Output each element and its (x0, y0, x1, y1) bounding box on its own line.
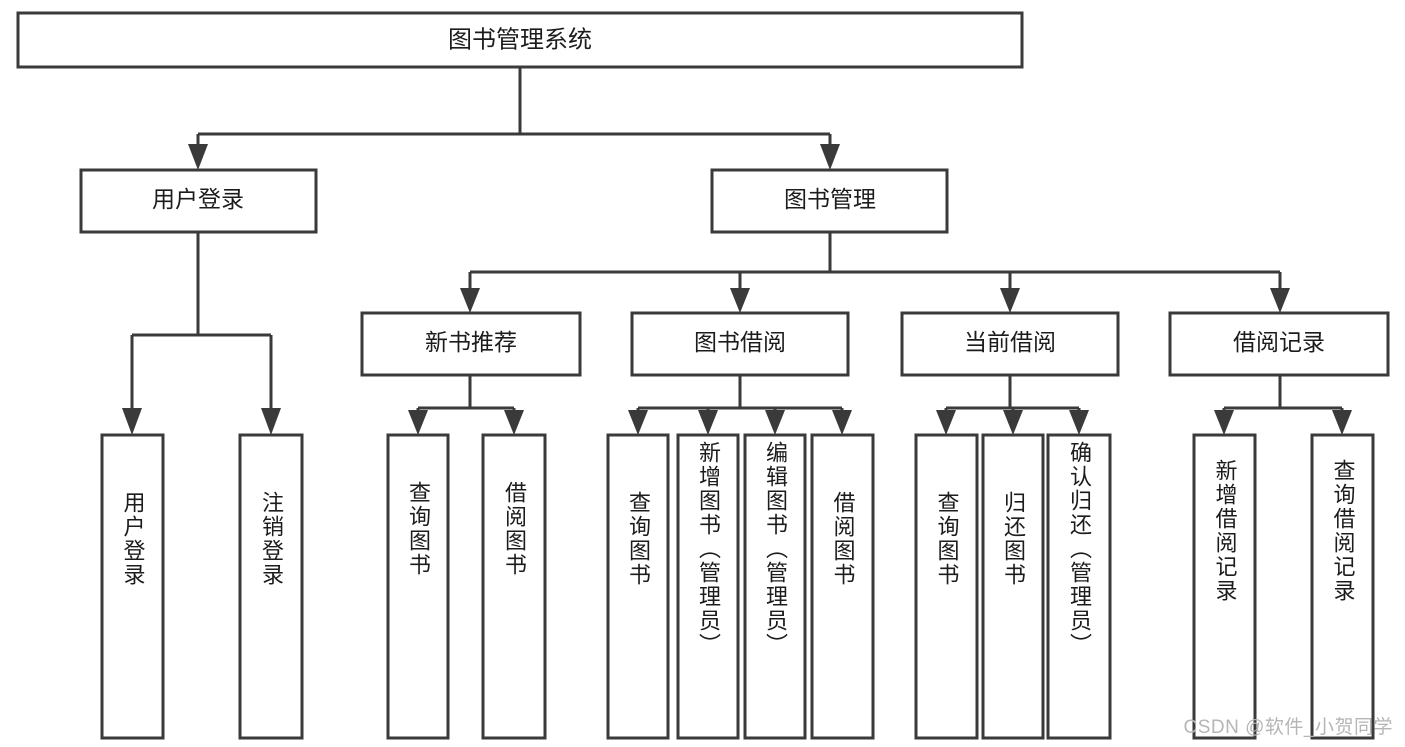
arrowhead-leaf-return-book (1003, 410, 1023, 435)
arrowhead-leaf-edit-book (765, 410, 785, 435)
node-book-borrow[interactable]: 图书借阅 (630, 311, 850, 377)
arrowhead-leaf-query-book-3 (936, 410, 956, 435)
arrowhead-book-borrow (730, 288, 750, 313)
arrowhead-leaf-query-record (1332, 410, 1352, 435)
node-book-manage[interactable]: 图书管理 (710, 168, 949, 234)
leaf-user-logout-box[interactable] (238, 433, 304, 740)
leaf-confirm-return-box[interactable] (1046, 433, 1112, 740)
arrowhead-leaf-user-logout (261, 408, 281, 435)
connectors-bookborrow-to-leaves (628, 375, 852, 435)
node-book-borrow-box[interactable] (630, 311, 850, 377)
arrowhead-user-login (188, 144, 208, 170)
leaf-borrow-book-2-box[interactable] (810, 433, 875, 740)
arrowhead-leaf-add-book (698, 410, 718, 435)
arrowhead-leaf-borrow-book-2 (832, 410, 852, 435)
connectors-newbookrec-to-leaves (408, 375, 524, 435)
leaf-add-record-box[interactable] (1192, 433, 1257, 740)
connectors-userlogin-to-leaves (122, 232, 281, 435)
node-borrow-record[interactable]: 借阅记录 (1168, 311, 1390, 377)
arrowhead-leaf-user-login (122, 408, 142, 435)
leaf-query-book-3-box[interactable] (914, 433, 979, 740)
leaf-add-book-box[interactable] (676, 433, 740, 740)
leaf-query-book-2-box[interactable] (606, 433, 670, 740)
connectors-bookmanage-to-level3 (460, 232, 1290, 313)
node-user-login-box[interactable] (79, 168, 318, 234)
node-new-book-rec-box[interactable] (360, 311, 582, 377)
arrowhead-leaf-add-record (1214, 410, 1234, 435)
leaf-user-login-box[interactable] (100, 433, 165, 740)
arrowhead-book-manage (820, 144, 840, 170)
arrowhead-leaf-query-book-1 (408, 410, 428, 435)
connectors-currentborrow-to-leaves (936, 375, 1089, 435)
node-root-box[interactable] (16, 11, 1024, 69)
node-borrow-record-label: 借阅记录 (1233, 329, 1325, 355)
node-root-label: 图书管理系统 (448, 26, 592, 53)
connectors-borrowrecord-to-leaves (1214, 375, 1352, 435)
node-borrow-record-box[interactable] (1168, 311, 1390, 377)
node-root[interactable]: 图书管理系统 (16, 11, 1024, 69)
leaf-return-book-box[interactable] (981, 433, 1045, 740)
node-book-manage-label: 图书管理 (784, 186, 876, 212)
node-book-borrow-label: 图书借阅 (694, 329, 786, 355)
leaf-boxes (100, 433, 1375, 740)
node-current-borrow-label: 当前借阅 (964, 329, 1056, 355)
node-new-book-rec[interactable]: 新书推荐 (360, 311, 582, 377)
node-user-login[interactable]: 用户登录 (79, 168, 318, 234)
leaf-borrow-book-1-box[interactable] (481, 433, 547, 740)
node-current-borrow-box[interactable] (900, 311, 1120, 377)
node-book-manage-box[interactable] (710, 168, 949, 234)
arrowhead-current-borrow (1000, 288, 1020, 313)
connectors-root-to-level2 (188, 67, 840, 170)
leaf-query-book-1-box[interactable] (386, 433, 450, 740)
node-new-book-rec-label: 新书推荐 (425, 329, 517, 355)
arrowhead-new-book-rec (460, 288, 480, 313)
leaf-query-record-box[interactable] (1310, 433, 1375, 740)
arrowhead-leaf-confirm-return (1069, 410, 1089, 435)
node-user-login-label: 用户登录 (152, 186, 244, 212)
arrowhead-leaf-borrow-book-1 (504, 410, 524, 435)
node-current-borrow[interactable]: 当前借阅 (900, 311, 1120, 377)
arrowhead-leaf-query-book-2 (628, 410, 648, 435)
leaf-edit-book-box[interactable] (743, 433, 807, 740)
arrowhead-borrow-record (1270, 288, 1290, 313)
